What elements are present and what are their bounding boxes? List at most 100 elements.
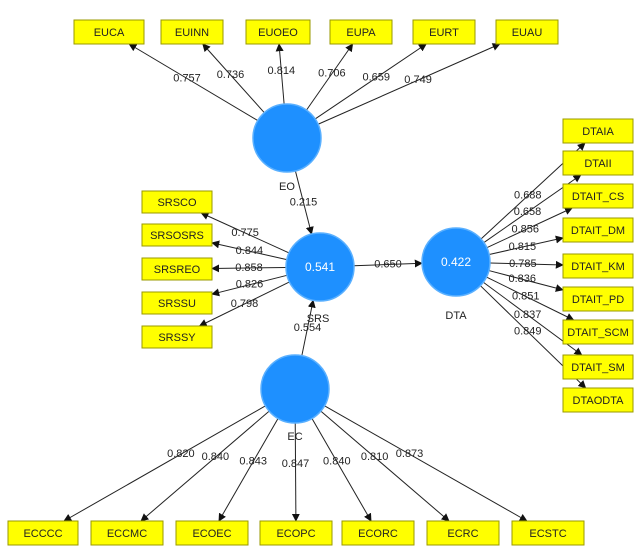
indicator-ecrc[interactable]: ECRC bbox=[426, 520, 500, 546]
construct-label: EC bbox=[287, 431, 302, 443]
indicator-label: ECCCC bbox=[23, 528, 62, 540]
loading-arrow-srs-4 bbox=[211, 274, 288, 297]
loading-arrow-dta-5 bbox=[489, 260, 564, 269]
indicator-label: SRSREO bbox=[154, 264, 201, 276]
indicator-dtaia[interactable]: DTAIA bbox=[562, 118, 634, 144]
indicator-dtait_dm[interactable]: DTAIT_DM bbox=[562, 217, 634, 243]
indicator-label: ECOPC bbox=[276, 528, 315, 540]
indicator-eupa[interactable]: EUPA bbox=[329, 19, 393, 45]
indicator-dtaodta[interactable]: DTAODTA bbox=[562, 387, 634, 413]
indicator-label: DTAIT_SCM bbox=[567, 327, 629, 339]
indicator-box bbox=[73, 19, 145, 45]
indicator-ecstc[interactable]: ECSTC bbox=[511, 520, 585, 546]
indicator-euoeo[interactable]: EUOEO bbox=[245, 19, 311, 45]
indicator-ecopc[interactable]: ECOPC bbox=[259, 520, 333, 546]
outer-loading-eccmc: 0.840 bbox=[202, 451, 230, 463]
loading-arrow-srs-2 bbox=[211, 240, 287, 261]
loading-arrow-dta-7 bbox=[486, 276, 575, 321]
indicator-box bbox=[141, 325, 213, 349]
loading-arrow-ec-2 bbox=[140, 410, 270, 522]
construct-eo[interactable]: EO bbox=[252, 103, 322, 193]
indicator-box bbox=[90, 520, 164, 546]
indicator-euau[interactable]: EUAU bbox=[495, 19, 559, 45]
outer-loading-srssy: 0.798 bbox=[231, 298, 259, 310]
indicator-label: DTAII bbox=[584, 158, 611, 170]
indicator-srssu[interactable]: SRSSU bbox=[141, 291, 213, 315]
indicator-ecoec[interactable]: ECOEC bbox=[175, 520, 249, 546]
indicator-srsreo[interactable]: SRSREO bbox=[141, 257, 213, 281]
loading-arrow-ec-6 bbox=[320, 410, 450, 522]
indicator-box bbox=[160, 19, 224, 45]
indicator-label: ECORC bbox=[358, 528, 398, 540]
outer-loading-eurt: 0.659 bbox=[362, 72, 390, 84]
outer-loading-ecstc: 0.873 bbox=[396, 448, 424, 460]
indicator-dtaii[interactable]: DTAII bbox=[562, 150, 634, 176]
indicator-box bbox=[141, 223, 213, 247]
path-coefficient-srs-dta: 0.650 bbox=[374, 258, 402, 270]
indicator-box bbox=[329, 19, 393, 45]
indicator-box bbox=[511, 520, 585, 546]
outer-loading-ecccc: 0.820 bbox=[167, 448, 195, 460]
construct-circle bbox=[252, 103, 322, 173]
loading-arrow-srs-1 bbox=[200, 212, 290, 254]
construct-circle bbox=[285, 232, 355, 302]
indicator-label: DTAIT_PD bbox=[572, 294, 624, 306]
indicator-dtait_cs[interactable]: DTAIT_CS bbox=[562, 183, 634, 209]
loading-arrow-dta-3 bbox=[486, 207, 573, 249]
indicator-box bbox=[562, 217, 634, 243]
indicator-label: EUAU bbox=[512, 27, 543, 39]
indicator-euinn[interactable]: EUINN bbox=[160, 19, 224, 45]
indicator-ecccc[interactable]: ECCCC bbox=[7, 520, 79, 546]
construct-ec[interactable]: EC bbox=[260, 354, 330, 443]
indicator-dtait_pd[interactable]: DTAIT_PD bbox=[562, 286, 634, 312]
indicator-label: SRSCO bbox=[157, 197, 197, 209]
indicator-srsosrs[interactable]: SRSOSRS bbox=[141, 223, 213, 247]
indicator-srsco[interactable]: SRSCO bbox=[141, 190, 213, 214]
indicator-label: DTAODTA bbox=[573, 395, 625, 407]
outer-loading-ecorc: 0.840 bbox=[323, 455, 351, 467]
indicator-box bbox=[562, 253, 634, 279]
indicator-label: ECOEC bbox=[192, 528, 231, 540]
loading-arrow-ec-7 bbox=[324, 405, 528, 522]
outer-loading-dtait_cs: 0.856 bbox=[511, 224, 539, 236]
loading-arrow-ec-4 bbox=[291, 422, 300, 522]
indicator-dtait_sm[interactable]: DTAIT_SM bbox=[562, 354, 634, 380]
indicator-label: DTAIT_SM bbox=[571, 362, 625, 374]
loading-arrow-eo-1 bbox=[128, 43, 259, 122]
indicator-eccmc[interactable]: ECCMC bbox=[90, 520, 164, 546]
path-arrow-srs-to-dta bbox=[353, 259, 423, 268]
indicator-ecorc[interactable]: ECORC bbox=[341, 520, 415, 546]
indicator-box bbox=[426, 520, 500, 546]
indicator-dtait_scm[interactable]: DTAIT_SCM bbox=[562, 319, 634, 345]
path-coefficient-eo-srs: 0.215 bbox=[290, 196, 318, 208]
indicator-euca[interactable]: EUCA bbox=[73, 19, 145, 45]
loading-arrow-dta-4 bbox=[489, 235, 564, 256]
construct-label: DTA bbox=[445, 310, 467, 322]
outer-loading-dtaia: 0.688 bbox=[514, 190, 542, 202]
loading-arrow-eo-3 bbox=[275, 43, 285, 105]
indicator-label: EUCA bbox=[94, 27, 125, 39]
indicator-label: DTAIT_DM bbox=[571, 225, 625, 237]
indicator-box bbox=[562, 150, 634, 176]
indicator-label: ECSTC bbox=[529, 528, 566, 540]
indicator-srssy[interactable]: SRSSY bbox=[141, 325, 213, 349]
loading-arrow-ec-1 bbox=[63, 405, 266, 522]
indicator-box bbox=[562, 354, 634, 380]
path-arrow-ec-to-srs bbox=[301, 299, 316, 356]
indicator-box bbox=[562, 118, 634, 144]
loading-arrow-eo-4 bbox=[306, 43, 354, 111]
indicator-box bbox=[7, 520, 79, 546]
indicator-label: DTAIA bbox=[582, 126, 614, 138]
indicator-label: EUPA bbox=[346, 27, 376, 39]
outer-loading-dtait_dm: 0.815 bbox=[509, 241, 537, 253]
construct-label: SRS bbox=[307, 313, 330, 325]
indicator-dtait_km[interactable]: DTAIT_KM bbox=[562, 253, 634, 279]
indicator-eurt[interactable]: EURT bbox=[412, 19, 476, 45]
outer-loading-dtaodta: 0.849 bbox=[514, 326, 542, 338]
outer-loading-dtait_km: 0.785 bbox=[509, 258, 537, 270]
loading-arrow-dta-6 bbox=[488, 270, 564, 292]
indicator-box bbox=[141, 291, 213, 315]
